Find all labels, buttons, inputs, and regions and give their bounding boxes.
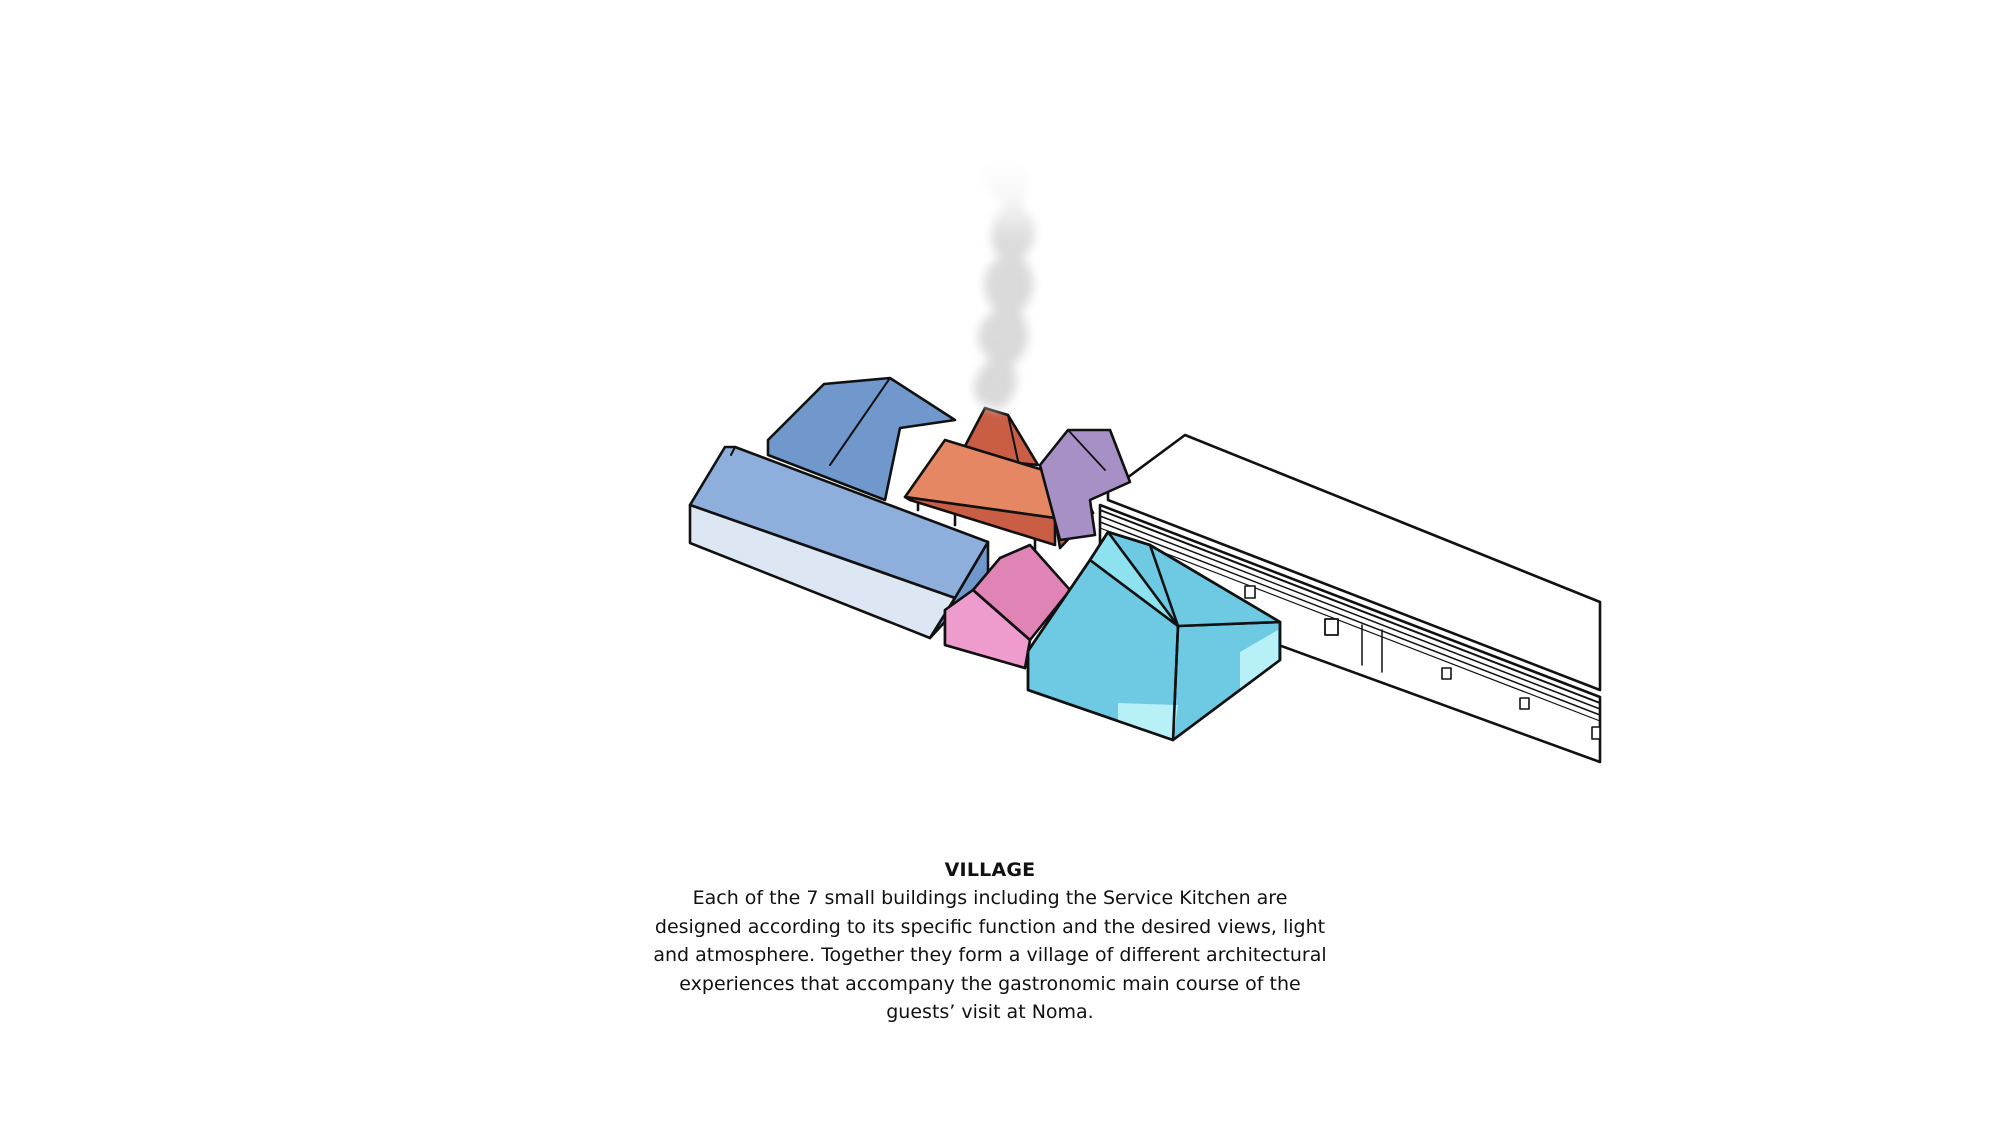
- caption-line: and atmosphere. Together they form a vil…: [653, 944, 1327, 966]
- window-icon: [1324, 618, 1339, 636]
- window-icon: [1244, 585, 1256, 599]
- window-icon: [1441, 667, 1452, 680]
- window-icon: [1519, 697, 1530, 710]
- purple-building: [1038, 428, 1132, 542]
- long-blue-building: [688, 445, 990, 640]
- caption-line: guests’ visit at Noma.: [886, 1001, 1094, 1023]
- caption-line: experiences that accompany the gastronom…: [679, 972, 1301, 995]
- caption-line: Each of the 7 small buildings including …: [692, 887, 1288, 909]
- blue-hall-building: [766, 376, 957, 502]
- chimney-smoke: [973, 150, 1035, 410]
- existing-warehouse: [1098, 433, 1602, 764]
- caption-title: VILLAGE: [944, 859, 1036, 881]
- caption-line: designed according to its specific funct…: [654, 915, 1326, 938]
- cyan-pavilion-building: [1026, 530, 1282, 742]
- window-icon: [1591, 726, 1601, 740]
- caption: VILLAGE Each of the 7 small buildings in…: [550, 857, 1430, 1027]
